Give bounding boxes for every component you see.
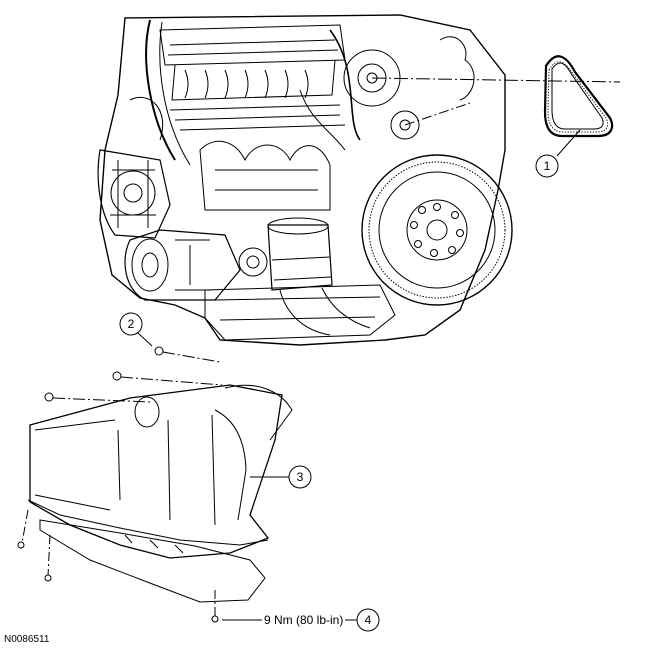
belt-route-line-2 bbox=[404, 102, 471, 126]
intake-runners bbox=[184, 69, 309, 99]
belt-route-line bbox=[371, 77, 621, 83]
bolts bbox=[17, 509, 219, 623]
callout-3-circle bbox=[288, 465, 312, 489]
splash-shield bbox=[27, 384, 293, 603]
callout-1-label: 1 bbox=[544, 159, 551, 173]
pin-retainers bbox=[44, 346, 223, 403]
alternator bbox=[97, 149, 171, 239]
drive-belt bbox=[543, 55, 614, 138]
figure-id: N0086511 bbox=[4, 634, 50, 645]
ac-compressor bbox=[124, 229, 241, 301]
engine-assembly bbox=[97, 14, 513, 346]
callout-2-leader bbox=[137, 332, 153, 347]
torque-spec: 9 Nm (80 lb-in) bbox=[264, 613, 343, 627]
callout-2-circle bbox=[119, 312, 143, 336]
callout-2-label: 2 bbox=[128, 317, 135, 331]
callout-3-label: 3 bbox=[297, 470, 304, 484]
callout-1-leader bbox=[556, 129, 581, 157]
callout-4-circle bbox=[356, 608, 380, 632]
flywheel bbox=[361, 154, 513, 306]
callout-4-label: 4 bbox=[365, 613, 372, 627]
callout-1-circle bbox=[535, 154, 559, 178]
